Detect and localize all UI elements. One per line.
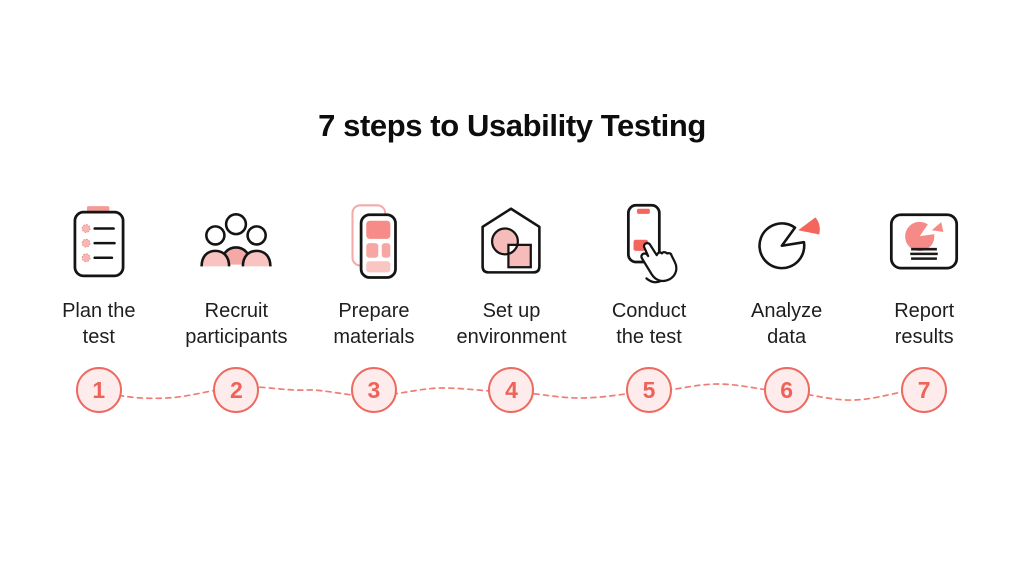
pie-chart-exploded-icon xyxy=(744,201,830,287)
phone-tap-hand-icon xyxy=(606,201,692,287)
step-number-badge-6: 6 xyxy=(763,367,810,413)
step-numbers-row: 1 2 3 4 5 6 7 xyxy=(30,366,993,414)
step-column-1 xyxy=(30,198,168,290)
wireframe-screens-icon xyxy=(331,201,417,287)
step-number-badge-4: 4 xyxy=(488,367,535,413)
step-column-4 xyxy=(443,198,581,290)
clipboard-checklist-icon xyxy=(56,201,142,287)
house-shapes-icon xyxy=(468,201,554,287)
step-column-5 xyxy=(580,198,718,290)
step-number-badge-5: 5 xyxy=(626,367,673,413)
report-card-chart-icon xyxy=(881,201,967,287)
step-column-7 xyxy=(855,198,993,290)
people-group-icon xyxy=(193,201,279,287)
icons-row xyxy=(30,198,993,290)
step-number-badge-1: 1 xyxy=(75,367,122,413)
step-column-2 xyxy=(168,198,306,290)
page-title: 7 steps to Usability Testing xyxy=(318,108,706,143)
step-number-badge-2: 2 xyxy=(213,367,260,413)
step-number-badge-3: 3 xyxy=(350,367,397,413)
step-column-6 xyxy=(718,198,856,290)
step-number-badge-7: 7 xyxy=(901,367,948,413)
step-column-3 xyxy=(305,198,443,290)
